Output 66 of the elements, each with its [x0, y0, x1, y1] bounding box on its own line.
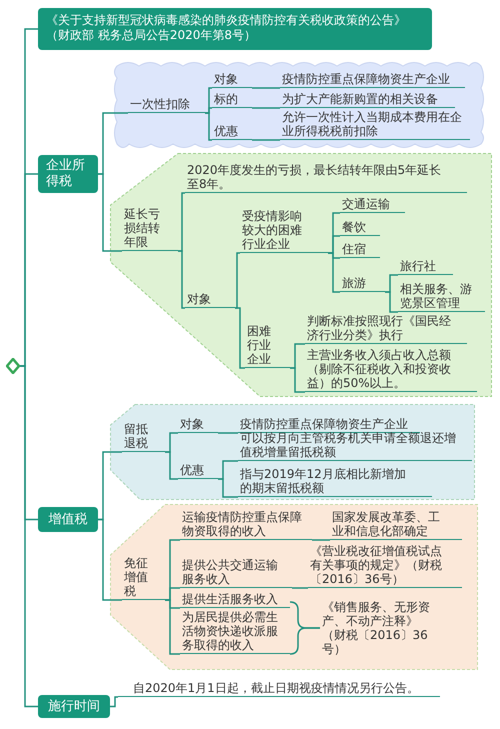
topic-label: 对象 [185, 291, 235, 308]
connector-line [328, 252, 340, 293]
topic-label: 对象 [212, 72, 252, 88]
topic-label: 允许一次性计入当期成本费用在企业所得税税前扣除 [280, 110, 470, 140]
topic-label: 餐饮 [340, 218, 380, 236]
topic-label: 一次性扣除 [128, 96, 205, 113]
curly-brace [290, 627, 320, 655]
connector-line [312, 539, 330, 541]
topic-label: 优惠 [212, 124, 252, 140]
panel-background [110, 504, 478, 670]
topic-label: 为居民提供必需生活物资快递收派服务取得的收入 [180, 610, 290, 654]
topic-label: 疫情防控重点保障物资生产企业 [238, 416, 420, 433]
connector-line [252, 107, 280, 109]
topic-label: 优惠 [178, 462, 218, 479]
topic-label: 困难行业企业 [245, 318, 290, 368]
connector-line [252, 87, 280, 89]
panel-background [110, 404, 475, 500]
connector-line [20, 365, 38, 708]
topic-label: 提供生活服务收入 [180, 590, 290, 608]
topic-label: 《营业税改征增值税试点有关事项的规定》（财税〔2016〕36号） [308, 543, 462, 588]
connector-line [292, 587, 308, 589]
topic-box: 增值税 [38, 507, 98, 532]
title-box [38, 8, 432, 50]
connector-line [252, 139, 280, 141]
topic-label: 自2020年1月1日起，截止日期视疫情情况另行公告。 [118, 680, 440, 697]
connector-line [385, 291, 398, 313]
topic-label: 可以按月向主管税务机关申请全额退还增值税增量留抵税额 [238, 431, 472, 461]
topic-label: 标的 [212, 92, 252, 108]
connector-line [205, 112, 212, 141]
connector-line [165, 599, 180, 655]
topic-label: 运输疫情防控重点保障物资取得的收入 [180, 510, 312, 540]
topic-box: 施行时间 [38, 695, 110, 718]
topic-label: 国家发展改革委、工业和信息化部确定 [330, 510, 462, 540]
topic-label: 提供公共交通运输服务收入 [180, 556, 292, 588]
topic-label: 住宿 [340, 240, 380, 258]
connector-line [110, 696, 118, 708]
topic-label: 交通运输 [340, 195, 405, 213]
topic-label: 免征增值税 [122, 554, 165, 600]
source-text: （财政部 税务总局公告2020年第8号） [46, 28, 256, 43]
connector-line [98, 173, 122, 252]
connector-line [178, 250, 185, 309]
topic-label: 受疫情影响较大的困难行业企业 [240, 208, 328, 253]
topic-label: 判断标准按照现行《国民经济行业分类》执行 [305, 313, 467, 344]
connector-line [165, 451, 178, 480]
topic-label: 指与2019年12月底相比新增加的期末留抵税额 [238, 466, 432, 497]
topic-box: 企业所得税 [38, 155, 98, 193]
title-text: 《关于支持新型冠状病毒感染的肺炎疫情防控有关税收政策的公告》 [46, 13, 406, 28]
connector-line [235, 252, 240, 309]
connector-line [290, 367, 305, 393]
connector-line [98, 518, 122, 601]
topic-label: 旅游 [340, 274, 385, 292]
topic-label: 2020年度发生的亏损，最长结转年限由5年延长至8年。 [185, 157, 467, 193]
topic-label: 主营业务收入须占收入总额（剔除不征税收入和投资收益）的50%以上。 [305, 346, 477, 392]
topic-label: 对象 [178, 416, 218, 433]
cloud-panel [113, 60, 485, 150]
connector-line [235, 307, 245, 369]
connector-line [218, 432, 238, 434]
topic-label: 延长亏损结转年限 [122, 205, 178, 251]
root-diamond [6, 358, 20, 374]
panel-background [110, 153, 492, 397]
topic-label: 疫情防控重点保障物资生产企业 [280, 72, 465, 88]
topic-label: 旅行社 [398, 257, 453, 275]
topic-label: 留抵退税 [122, 420, 165, 452]
topic-label: 相关服务、游览景区管理 [398, 279, 485, 312]
connector-line [218, 478, 238, 498]
topic-label: 为扩大产能新购置的相关设备 [280, 92, 455, 108]
